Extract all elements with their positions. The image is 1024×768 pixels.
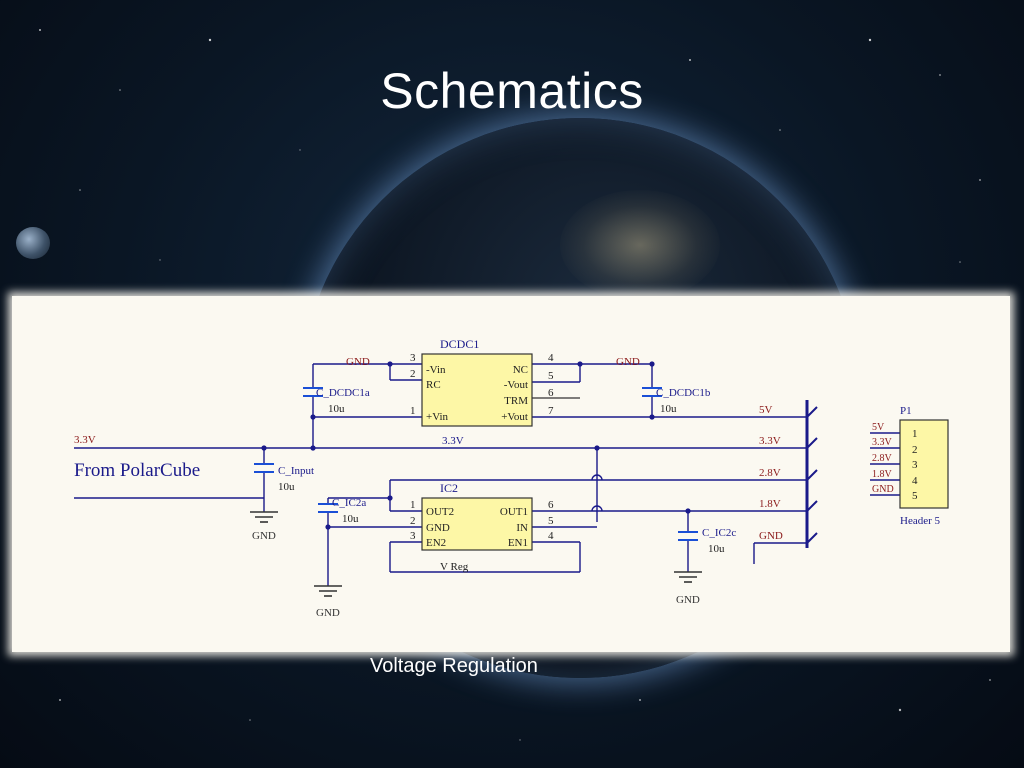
rail-label-5v: 5V: [759, 404, 773, 416]
ic2-left-pin-name: GND: [426, 522, 450, 534]
rail-label-1v8: 1.8V: [759, 498, 781, 510]
dcdc1-right-pin-num: 4: [548, 352, 554, 364]
header-net-label: 1.8V: [872, 469, 893, 480]
ic2-right-pin-name: IN: [516, 522, 528, 534]
ic2-right-pin-num: 6: [548, 499, 554, 511]
dcdc1-right-pin-name: TRM: [504, 395, 528, 407]
header-pin-num: 4: [912, 475, 918, 487]
c-ic2a-value: 10u: [342, 513, 359, 525]
ic2-right-pin-num: 4: [548, 530, 554, 542]
dcdc1-net-below: 3.3V: [442, 435, 464, 447]
c-input-value: 10u: [278, 481, 295, 493]
ic2-right-pin-name: EN1: [508, 537, 528, 549]
header-pin-num: 2: [912, 444, 918, 456]
header-net-label: 2.8V: [872, 453, 893, 464]
crossover-1v8: [591, 505, 603, 512]
ground-symbols: [250, 511, 702, 597]
c-ic2c-value: 10u: [708, 543, 725, 555]
dcdc1-left-pin-num: 3: [410, 352, 416, 364]
c-dcdc1b-value: 10u: [660, 403, 677, 415]
c-ic2a-symbol: [318, 503, 338, 513]
dcdc1-left-pin-name: -Vin: [426, 364, 446, 376]
gnd-label-ic2a: GND: [316, 607, 340, 619]
net-label-gnd-dcdc-right: GND: [616, 356, 640, 368]
dcdc1-right-pin-name: -Vout: [504, 379, 528, 391]
gnd-symbol-ic2a: [314, 585, 342, 597]
dcdc1-right-pin-name: +Vout: [501, 411, 528, 423]
header-name: Header 5: [900, 515, 941, 527]
dcdc1-left-pin-name: +Vin: [426, 411, 449, 423]
wires: [74, 363, 900, 586]
schematic-panel: DCDC1 3 2 1 -Vin RC +Vin 4 5 6 7 NC -Vou…: [12, 296, 1010, 652]
dcdc1-right-pin-num: 7: [548, 405, 554, 417]
header-net-label: 5V: [872, 422, 885, 433]
c-dcdc1b-symbol: [642, 387, 662, 397]
moon: [16, 227, 50, 259]
source-label: From PolarCube: [74, 460, 200, 481]
voltage-regulation-schematic: DCDC1 3 2 1 -Vin RC +Vin 4 5 6 7 NC -Vou…: [74, 337, 949, 619]
bus-entries: [806, 406, 818, 544]
header-net-label: GND: [872, 484, 894, 495]
gnd-label-input: GND: [252, 530, 276, 542]
dcdc1-left-pin-num: 1: [410, 405, 416, 417]
ic2-ref: IC2: [440, 481, 458, 495]
crossover-2v8: [591, 474, 603, 481]
net-label-gnd-dcdc-left: GND: [346, 356, 370, 368]
c-dcdc1a-ref: C_DCDC1a: [316, 387, 370, 399]
c-input-symbol: [254, 463, 274, 473]
header-pin-num: 1: [912, 428, 918, 440]
c-ic2c-ref: C_IC2c: [702, 527, 736, 539]
c-input-ref: C_Input: [278, 465, 314, 477]
header-ref: P1: [900, 405, 912, 417]
rail-label-3v3: 3.3V: [759, 435, 781, 447]
dcdc1-right-pin-name: NC: [513, 364, 528, 376]
header-net-label: 3.3V: [872, 437, 893, 448]
ic2-right-pin-name: OUT1: [500, 506, 528, 518]
schematic-caption: Voltage Regulation: [370, 655, 538, 677]
capacitors: [254, 387, 698, 541]
c-dcdc1a-symbol: [303, 387, 323, 397]
ic2-right-pin-num: 5: [548, 515, 554, 527]
c-ic2a-ref: C_IC2a: [332, 497, 366, 509]
rail-label-2v8: 2.8V: [759, 467, 781, 479]
ic2-vreg-label: V Reg: [440, 561, 469, 573]
gnd-symbol-input: [250, 511, 278, 523]
ic2-body: [421, 497, 533, 551]
junctions: [261, 361, 691, 530]
dcdc1-ref: DCDC1: [440, 337, 479, 351]
c-dcdc1b-ref: C_DCDC1b: [656, 387, 711, 399]
header-pin-num: 3: [912, 459, 918, 471]
ic2-left-pin-name: EN2: [426, 537, 446, 549]
slide-title: Schematics: [380, 63, 644, 119]
dcdc1-body: [421, 353, 533, 427]
c-ic2c-symbol: [678, 531, 698, 541]
net-label-3v3-input: 3.3V: [74, 434, 96, 446]
city-lights: [560, 190, 720, 300]
rail-label-gnd: GND: [759, 530, 783, 542]
dcdc1-left-pin-name: RC: [426, 379, 441, 391]
ic2-left-pin-num: 3: [410, 530, 416, 542]
gnd-label-ic2c: GND: [676, 594, 700, 606]
ic2-left-pin-num: 1: [410, 499, 416, 511]
header-pin-num: 5: [912, 490, 918, 502]
c-dcdc1a-value: 10u: [328, 403, 345, 415]
dcdc1-left-pin-num: 2: [410, 368, 416, 380]
gnd-symbol-ic2c: [674, 571, 702, 583]
ic2-left-pin-num: 2: [410, 515, 416, 527]
dcdc1-right-pin-num: 6: [548, 387, 554, 399]
ic2-left-pin-name: OUT2: [426, 506, 454, 518]
crossovers: [591, 474, 603, 512]
header-p1-body: [899, 419, 949, 509]
dcdc1-right-pin-num: 5: [548, 370, 554, 382]
